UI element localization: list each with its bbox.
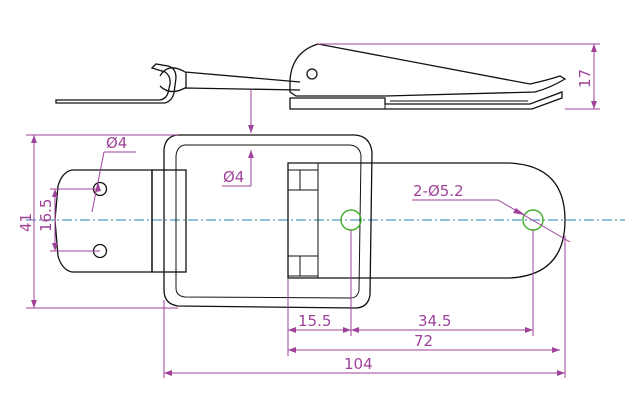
- dim-72-arrow-right: [552, 347, 560, 353]
- side-view: [55, 43, 567, 110]
- dim-15-5-arrow-left: [288, 327, 296, 333]
- latch-tab-top: [287, 169, 319, 191]
- plan-view: [26, 134, 625, 309]
- side-view-wire-loop: [159, 67, 301, 93]
- dim-34-5-arrow-left: [351, 327, 359, 333]
- dim-34-5-label: 34.5: [418, 312, 451, 330]
- dimensions: 17 41 16.5 Ø4 Ø4 2-Ø5.2: [17, 43, 600, 378]
- dim-mount-hole-label: Ø4: [106, 134, 127, 152]
- dim-15-5-label: 15.5: [298, 312, 331, 330]
- dim-16-5-arrow-bottom: [52, 243, 58, 251]
- side-view-latch-body: [289, 43, 567, 97]
- dim-72-arrow-left: [288, 347, 296, 353]
- side-view-base-plate: [55, 63, 177, 104]
- dim-41-arrow-bottom: [31, 300, 37, 308]
- latch-tab-bottom: [287, 255, 319, 277]
- dim-104-arrow-right: [557, 370, 565, 376]
- dim-41-arrow-top: [31, 135, 37, 143]
- dim-hinge-arrow-bottom: [248, 150, 254, 158]
- dim-17-arrow-bottom: [591, 101, 597, 109]
- hinge-block: [151, 169, 187, 273]
- dim-hinge-arrow-top: [248, 125, 254, 133]
- dim-15-5-arrow-right: [343, 327, 351, 333]
- mounting-plate: [54, 169, 153, 273]
- dim-hinge-hole-label: Ø4: [223, 168, 244, 186]
- latch-plate: [287, 162, 566, 279]
- dim-16-5-label: 16.5: [37, 199, 55, 232]
- dim-41-label: 41: [17, 213, 35, 232]
- dim-slot-label: 2-Ø5.2: [413, 182, 464, 200]
- dim-72-label: 72: [414, 332, 433, 350]
- wire-loop-inner: [175, 144, 362, 299]
- dim-34-5-arrow-right: [525, 327, 533, 333]
- dim-16-5-arrow-top: [52, 189, 58, 197]
- wire-loop-outer: [163, 134, 373, 309]
- dim-17-arrow-top: [591, 44, 597, 52]
- dim-mount-hole-arrow: [95, 182, 101, 192]
- dim-17-label: 17: [576, 69, 594, 88]
- dim-104-arrow-left: [164, 370, 172, 376]
- dim-slot-leader: [497, 199, 571, 243]
- dim-104-label: 104: [344, 355, 373, 373]
- side-view-pivot: [306, 68, 318, 80]
- dim-slot-arrow: [513, 208, 525, 215]
